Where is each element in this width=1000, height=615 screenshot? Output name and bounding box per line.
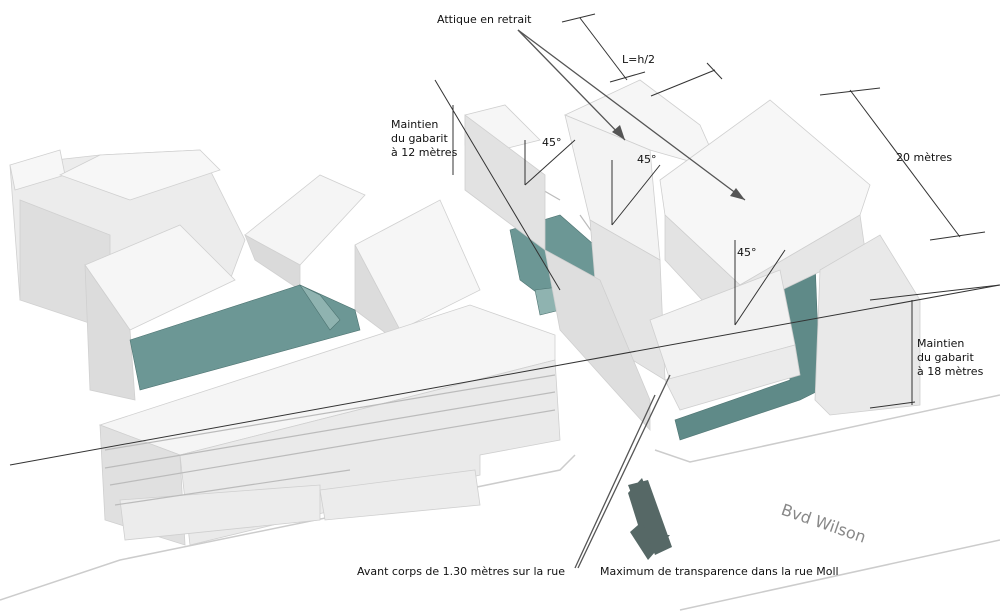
- gabarit-12-line2: du gabarit: [391, 132, 448, 145]
- label-attique: Attique en retrait: [437, 13, 532, 26]
- leader-lines: [517, 29, 746, 569]
- label-angle-1: 45°: [542, 136, 562, 149]
- label-avant-corps: Avant corps de 1.30 mètres sur la rue: [357, 565, 566, 578]
- gabarit-18-line2: du gabarit: [917, 351, 974, 364]
- transparency-arrow-shaft: [628, 480, 672, 555]
- label-l-h2: L=h/2: [622, 53, 656, 66]
- label-gabarit-12: Maintien du gabarit à 12 mètres: [391, 118, 457, 160]
- gabarit-12-line3: à 12 mètres: [391, 146, 458, 159]
- left-back-buildings: [9, 149, 481, 401]
- label-angle-2: 45°: [637, 153, 657, 166]
- gabarit-18-line3: à 18 mètres: [917, 365, 984, 378]
- gabarit-12-line1: Maintien: [391, 118, 439, 131]
- annotation-lines: [9, 13, 1000, 466]
- right-buildings: [464, 79, 921, 432]
- label-transparence: Maximum de transparence dans la rue Moll: [600, 565, 839, 578]
- left-front-building: [98, 304, 561, 546]
- gabarit-18-line1: Maintien: [917, 337, 965, 350]
- label-angle-3: 45°: [737, 246, 757, 259]
- label-gabarit-18: Maintien du gabarit à 18 mètres: [917, 337, 983, 379]
- label-20-metres: 20 mètres: [896, 151, 953, 164]
- arrowheads: [612, 125, 745, 200]
